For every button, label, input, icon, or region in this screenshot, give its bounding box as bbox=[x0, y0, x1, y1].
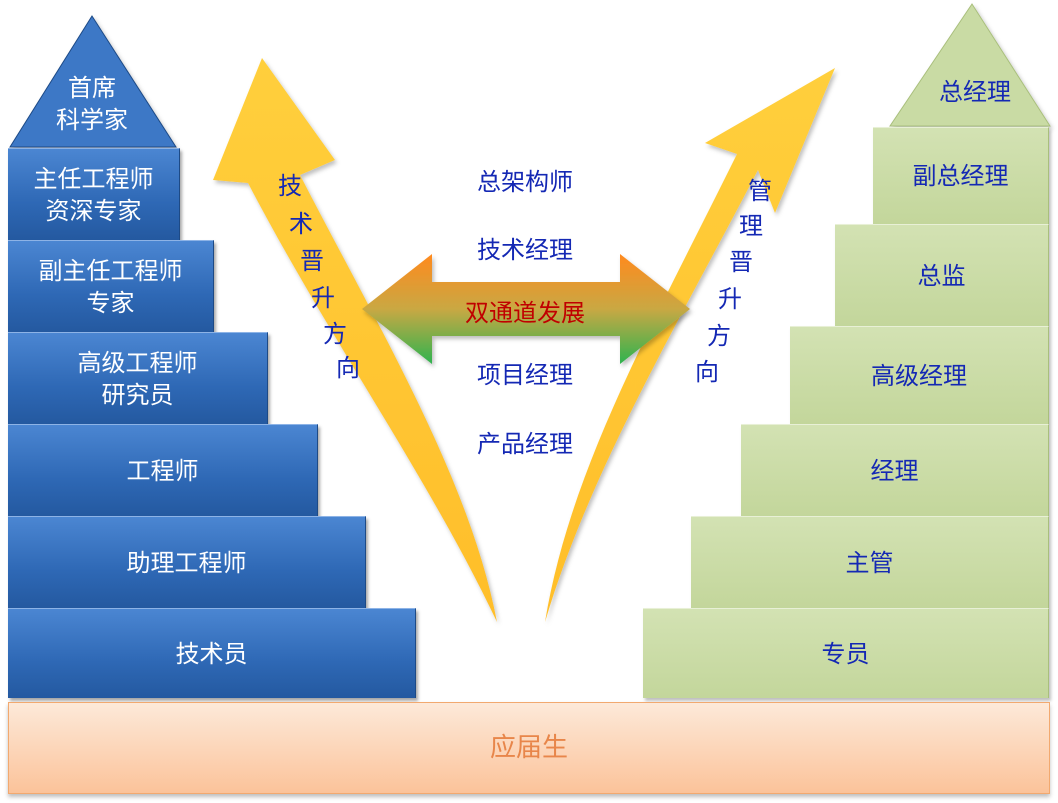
management-level-5: 主管 bbox=[691, 516, 1049, 608]
technical-arrow-char: 术 bbox=[289, 210, 313, 238]
management-level-2: 总监 bbox=[835, 224, 1049, 326]
technical-arrow-char: 升 bbox=[311, 284, 335, 312]
technical-arrow-char: 方 bbox=[323, 320, 347, 348]
technical-level-3: 高级工程师 研究员 bbox=[8, 332, 268, 424]
center-role-project-manager: 项目经理 bbox=[477, 361, 573, 389]
technical-level-4: 工程师 bbox=[8, 424, 318, 516]
technical-arrow-char: 向 bbox=[336, 354, 360, 382]
technical-level-2: 副主任工程师 专家 bbox=[8, 240, 214, 332]
management-level-3: 高级经理 bbox=[790, 326, 1049, 424]
management-ladder-top-triangle bbox=[889, 3, 1051, 127]
management-level-1: 副总经理 bbox=[873, 127, 1049, 224]
center-role-product-manager: 产品经理 bbox=[477, 430, 573, 458]
dual-channel-label: 双通道发展 bbox=[465, 299, 585, 327]
base-graduates: 应届生 bbox=[8, 702, 1050, 794]
management-promotion-arrow bbox=[545, 68, 835, 622]
technical-promotion-arrow bbox=[213, 58, 497, 622]
technical-arrow-char: 晋 bbox=[300, 247, 324, 275]
management-arrow-char: 管 bbox=[748, 177, 772, 205]
management-arrow-char: 向 bbox=[695, 358, 719, 386]
technical-ladder-top-triangle bbox=[9, 15, 177, 148]
management-arrow-char: 方 bbox=[707, 322, 731, 350]
technical-level-6: 技术员 bbox=[8, 608, 416, 698]
center-role-chief-architect: 总架构师 bbox=[477, 168, 573, 196]
technical-level-5: 助理工程师 bbox=[8, 516, 366, 608]
management-ladder-top-label: 总经理 bbox=[939, 78, 1011, 106]
dual-channel-double-arrow bbox=[362, 254, 690, 364]
technical-arrow-char: 技 bbox=[278, 172, 302, 200]
management-arrow-char: 晋 bbox=[729, 248, 753, 276]
management-arrow-char: 理 bbox=[739, 212, 763, 240]
technical-ladder-top-label: 首席 科学家 bbox=[56, 74, 128, 134]
management-arrow-char: 升 bbox=[718, 285, 742, 313]
technical-level-1: 主任工程师 资深专家 bbox=[8, 148, 180, 240]
management-level-4: 经理 bbox=[741, 424, 1049, 516]
management-level-6: 专员 bbox=[643, 608, 1049, 698]
center-role-tech-manager: 技术经理 bbox=[477, 236, 573, 264]
